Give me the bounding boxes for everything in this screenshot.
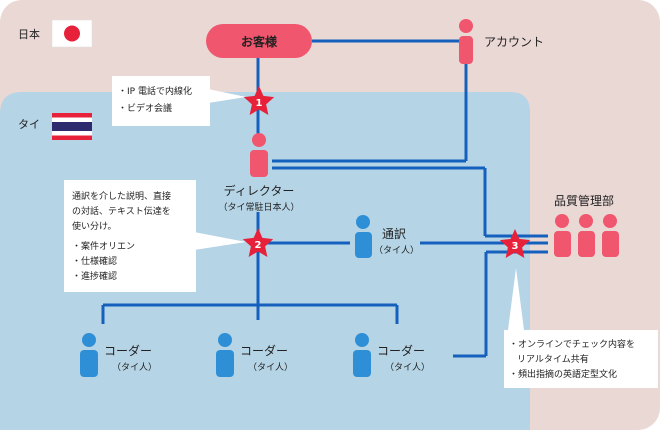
badge-2-number: 2 [255,240,262,251]
director-person-icon [250,133,268,177]
callout-2-line-4: ・案件オリエン [72,240,135,252]
connection-lines [101,39,548,358]
japan-label: 日本 [18,27,40,41]
account-label: アカウント [484,35,544,49]
badge-3: 3 [499,229,531,258]
qa-people-icon [554,214,619,257]
coder-1-label: コーダー [104,343,152,358]
japan-flag-icon [51,19,93,48]
badge-3-number: 3 [512,241,519,252]
coder-3-label: コーダー [377,343,425,358]
coder-2-label: コーダー [240,343,288,358]
callout-3: ・オンラインでチェック内容を リアルタイム共有 ・頻出指摘の英語定型文化 [504,268,658,388]
badge-1: 1 [243,86,275,115]
callout-3-line-1: ・オンラインでチェック内容を [509,338,635,350]
customer-node [206,24,312,58]
callout-1: ・IP 電話で内線化 ・ビデオ会議 [112,76,246,126]
callout-2-line-5: ・仕様確認 [72,255,117,267]
callout-2-line-2: の対話、テキスト伝達を [72,205,171,217]
thailand-region [0,92,530,430]
callout-2-line-6: ・進捗確認 [72,270,117,282]
coder-2-person-icon [216,333,234,377]
badge-2: 2 [242,228,274,257]
callout-2-line-1: 通訳を介した説明、直接 [72,190,171,202]
coder-2-sublabel: （タイ人） [248,362,293,373]
coder-3-sublabel: （タイ人） [385,362,430,373]
coder-1-sublabel: （タイ人） [112,362,157,373]
thailand-label: タイ [18,118,40,131]
callout-2-line-3: 使い分け。 [72,220,117,232]
badge-1-number: 1 [256,98,263,109]
callout-3-line-2: リアルタイム共有 [517,353,589,365]
director-sublabel: （タイ常駐日本人） [218,201,299,213]
callout-1-line-1: ・IP 電話で内線化 [118,85,192,97]
coder-3-person-icon [353,333,371,377]
thailand-flag-icon [52,113,92,140]
interpreter-label: 通訳 [382,226,406,241]
interpreter-person-icon [355,215,372,258]
director-label: ディレクター [224,183,295,198]
interpreter-sublabel: （タイ人） [374,245,419,256]
coder-1-person-icon [80,333,98,377]
callout-2: 通訳を介した説明、直接 の対話、テキスト伝達を 使い分け。 ・案件オリエン ・仕… [64,180,246,292]
qa-label: 品質管理部 [554,193,614,208]
callout-1-line-2: ・ビデオ会議 [118,102,172,114]
callout-3-line-3: ・頻出指摘の英語定型文化 [509,368,617,380]
account-person-icon [459,19,473,64]
customer-label: お客様 [241,34,278,49]
